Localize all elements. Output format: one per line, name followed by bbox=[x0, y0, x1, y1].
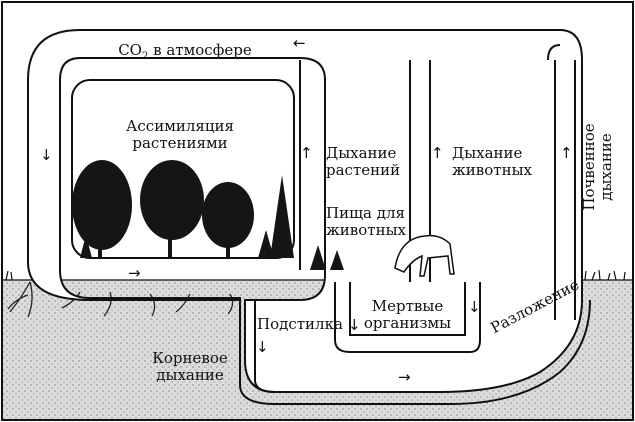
root-line-2: дыхание bbox=[156, 366, 224, 384]
arrow-up-soil: ↑ bbox=[560, 144, 573, 162]
litter-label: Подстилка bbox=[257, 316, 343, 333]
arrow-down-litter: ↓ bbox=[256, 338, 269, 356]
root-respiration-label: Корневое дыхание bbox=[140, 350, 240, 384]
plant-respiration-label: Дыхание растений bbox=[326, 145, 400, 179]
arrow-down-left: ↓ bbox=[40, 146, 53, 164]
roots bbox=[7, 281, 234, 318]
animal-resp-line-1: Дыхание bbox=[452, 144, 523, 162]
food-line-2: животных bbox=[326, 221, 406, 239]
co2-sub: 2 bbox=[141, 51, 149, 62]
co2-atmosphere-label: CO2 в атмосфере bbox=[110, 42, 260, 65]
litter-text: Подстилка bbox=[257, 315, 343, 333]
plant-resp-line-2: растений bbox=[326, 161, 401, 179]
animal-respiration-label: Дыхание животных bbox=[452, 145, 532, 179]
co2-prefix: CO bbox=[118, 41, 142, 59]
assimilation-label: Ассимиляция растениями bbox=[105, 118, 255, 152]
animal bbox=[394, 234, 455, 277]
dead-line-2: организмы bbox=[363, 314, 452, 332]
food-line-1: Пища для bbox=[326, 204, 405, 222]
arrow-down-dead-right: ↓ bbox=[468, 298, 481, 316]
co2-suffix: в атмосфере bbox=[148, 41, 252, 59]
arrow-up-animal: ↑ bbox=[431, 144, 444, 162]
arrow-right-soil: → bbox=[398, 368, 411, 386]
soil-line-1: Почвенное bbox=[580, 123, 598, 211]
dead-line-1: Мертвые bbox=[371, 297, 444, 315]
arrow-up-plant: ↑ bbox=[300, 144, 313, 162]
assimilation-line-1: Ассимиляция bbox=[126, 117, 234, 135]
assimilation-line-2: растениями bbox=[132, 134, 228, 152]
arrow-down-dead-left: ↓ bbox=[348, 316, 361, 334]
arrow-left-top: ← bbox=[293, 34, 306, 52]
soil-channels bbox=[239, 282, 591, 405]
soil-respiration-label: Почвенное дыхание bbox=[580, 107, 615, 227]
animal-food-label: Пища для животных bbox=[326, 205, 406, 239]
animal-resp-line-2: животных bbox=[452, 161, 532, 179]
dead-organisms-label: Мертвые организмы bbox=[355, 298, 460, 332]
carbon-loop bbox=[27, 29, 583, 393]
soil-line-2: дыхание bbox=[597, 133, 615, 201]
forest bbox=[72, 160, 294, 258]
small-plants bbox=[310, 245, 344, 270]
arrow-right-bottom: → bbox=[128, 264, 141, 282]
root-line-1: Корневое bbox=[152, 349, 228, 367]
plant-resp-line-1: Дыхание bbox=[326, 144, 397, 162]
